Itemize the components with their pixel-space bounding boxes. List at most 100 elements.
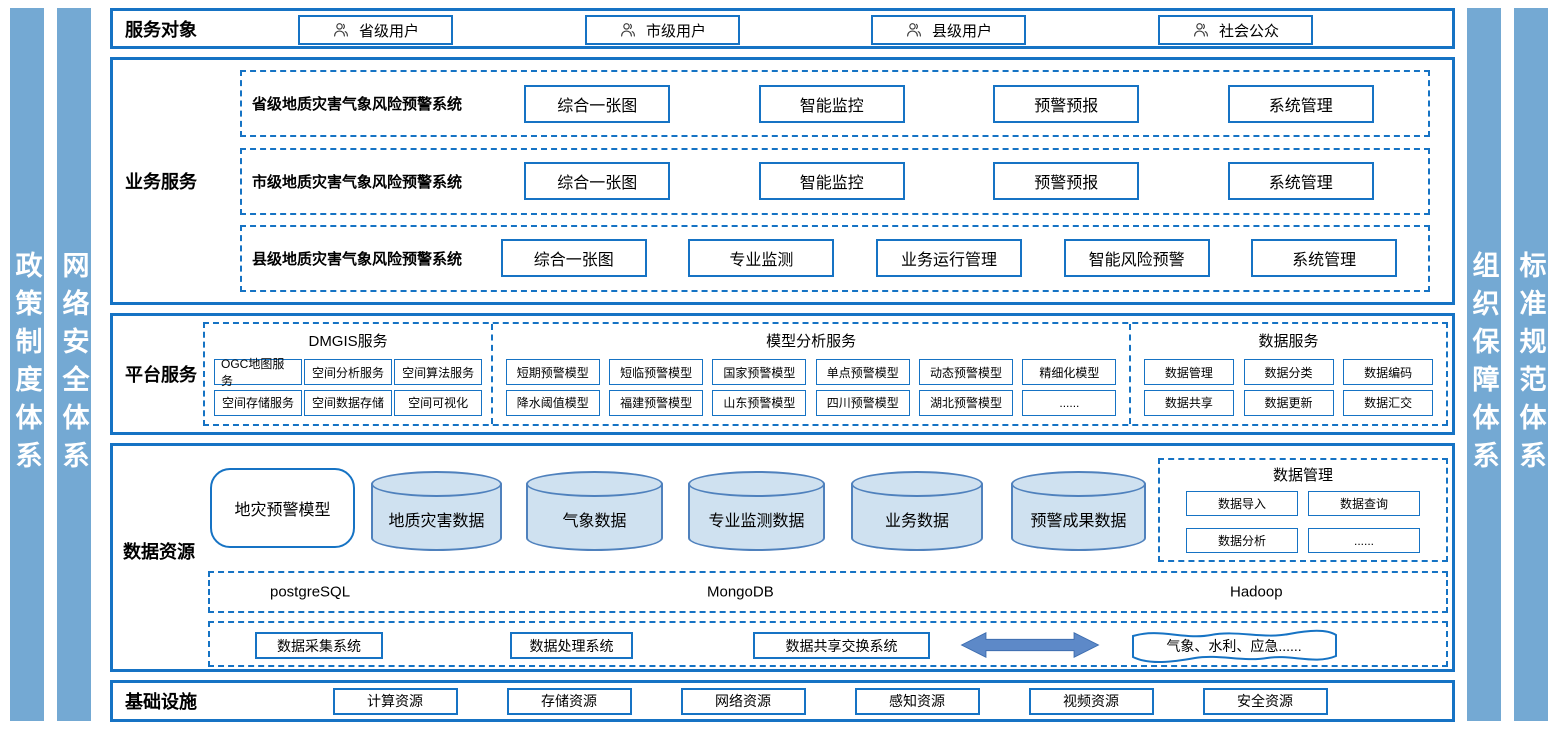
- service-box: 单点预警模型: [815, 359, 910, 386]
- service-box: 湖北预警模型: [919, 389, 1014, 416]
- sidebar-organization-guarantee: 组织保障体系: [1467, 8, 1501, 721]
- system-name: 县级地质灾害气象风险预警系统: [252, 250, 463, 268]
- service-box: 数据编码: [1343, 359, 1434, 386]
- sidebar-label: 组织保障体系: [1468, 250, 1499, 479]
- cylinder-label: 业务数据: [884, 513, 949, 530]
- database-name: MongoDB: [707, 583, 774, 601]
- user-label: 县级用户: [931, 22, 992, 40]
- section-platform-services: 平台服务 DMGIS服务 OGC地图服务 空间分析服务 空间算法服务 空间存储服…: [110, 313, 1455, 435]
- database-name: postgreSQL: [270, 583, 351, 601]
- service-box: 空间分析服务: [304, 359, 393, 386]
- platform-group-dmgis: DMGIS服务 OGC地图服务 空间分析服务 空间算法服务 空间存储服务 空间数…: [205, 324, 491, 424]
- module-box: 智能监控: [758, 84, 905, 123]
- service-box: 数据分类: [1243, 359, 1334, 386]
- user-label: 省级用户: [358, 22, 419, 40]
- module-box: 预警预报: [993, 162, 1140, 200]
- sidebar-label: 网络安全体系: [58, 250, 89, 479]
- section-business-services: 业务服务 省级地质灾害气象风险预警系统 综合一张图 智能监控 预警预报 系统管理…: [110, 57, 1455, 305]
- service-box: 降水阈值模型: [505, 389, 600, 416]
- data-management-panel: 数据管理 数据导入 数据查询 数据分析 ......: [1158, 458, 1448, 562]
- sidebar-standard-specification: 标准规范体系: [1514, 8, 1548, 721]
- system-box: 数据处理系统: [510, 632, 633, 659]
- section-infrastructure: 基础设施 计算资源 存储资源 网络资源 感知资源 视频资源 安全资源: [110, 680, 1455, 722]
- system-name: 省级地质灾害气象风险预警系统: [252, 96, 463, 114]
- resource-box: 计算资源: [332, 687, 458, 715]
- service-box: 空间可视化: [394, 389, 483, 416]
- service-box: 四川预警模型: [815, 389, 910, 416]
- database-name: Hadoop: [1230, 583, 1283, 601]
- service-box: 数据共享: [1143, 389, 1234, 416]
- service-box: 空间算法服务: [394, 359, 483, 386]
- module-box: 综合一张图: [524, 84, 671, 123]
- group-title: DMGIS服务: [308, 333, 388, 350]
- service-box: 国家预警模型: [712, 359, 807, 386]
- cylinder-weather-data: 气象数据: [526, 471, 663, 551]
- section-title: 业务服务: [125, 172, 197, 192]
- system-row-city: 市级地质灾害气象风险预警系统 综合一张图 智能监控 预警预报 系统管理: [240, 147, 1430, 215]
- module-box: 系统管理: [1227, 162, 1374, 200]
- user-label: 市级用户: [645, 22, 706, 40]
- resource-box: 视频资源: [1028, 687, 1154, 715]
- section-service-objects: 服务对象 省级用户 市级用户 县级用户 社会公众: [110, 8, 1455, 49]
- service-box: 动态预警模型: [919, 359, 1014, 386]
- panel-title: 数据管理: [1272, 467, 1333, 484]
- service-box: 短临预警模型: [609, 359, 704, 386]
- service-box: 数据汇交: [1343, 389, 1434, 416]
- data-management-item: 数据分析: [1186, 528, 1298, 553]
- user-box-provincial: 省级用户: [298, 15, 453, 45]
- cylinder-label: 地质灾害数据: [388, 513, 485, 530]
- data-management-item: 数据导入: [1186, 491, 1298, 516]
- cylinder-label: 专业监测数据: [708, 513, 805, 530]
- cylinder-top: [851, 471, 983, 497]
- service-box: 福建预警模型: [609, 389, 704, 416]
- sidebar-label: 政策制度体系: [11, 250, 42, 479]
- system-row-provincial: 省级地质灾害气象风险预警系统 综合一张图 智能监控 预警预报 系统管理: [240, 70, 1430, 138]
- external-systems-shape: 气象、水利、应急......: [1125, 624, 1343, 668]
- cylinder-top: [526, 471, 663, 497]
- resource-box: 安全资源: [1202, 687, 1328, 715]
- cylinder-label: 预警成果数据: [1030, 513, 1127, 530]
- service-box: ......: [1022, 389, 1117, 416]
- service-box: 空间数据存储: [304, 389, 393, 416]
- user-box-county: 县级用户: [871, 15, 1026, 45]
- system-name: 市级地质灾害气象风险预警系统: [252, 173, 463, 191]
- service-box: 数据管理: [1143, 359, 1234, 386]
- external-systems-label: 气象、水利、应急......: [1166, 638, 1302, 654]
- service-box: 山东预警模型: [712, 389, 807, 416]
- data-systems-layer: 数据采集系统 数据处理系统 数据共享交换系统 气象、水利、应急......: [208, 621, 1448, 667]
- module-box: 专业监测: [688, 239, 835, 278]
- group-title: 模型分析服务: [766, 333, 857, 350]
- module-box: 系统管理: [1227, 84, 1374, 123]
- cylinder-monitoring-data: 专业监测数据: [688, 471, 825, 551]
- database-layer: postgreSQL MongoDB Hadoop: [208, 571, 1448, 613]
- platform-group-model-analysis: 模型分析服务 短期预警模型 短临预警模型 国家预警模型 单点预警模型 动态预警模…: [491, 324, 1129, 424]
- user-box-public: 社会公众: [1158, 15, 1313, 45]
- module-box: 综合一张图: [500, 239, 647, 278]
- service-box: 数据更新: [1243, 389, 1334, 416]
- section-title: 平台服务: [125, 365, 197, 385]
- resource-box: 存储资源: [506, 687, 632, 715]
- user-box-city: 市级用户: [585, 15, 740, 45]
- cylinder-label: 气象数据: [562, 513, 627, 530]
- section-data-resources: 数据资源 地灾预警模型 地质灾害数据 气象数据 专业监测数据 业务数据 预警成果…: [110, 443, 1455, 672]
- cylinder-top: [688, 471, 825, 497]
- system-row-county: 县级地质灾害气象风险预警系统 综合一张图 专业监测 业务运行管理 智能风险预警 …: [240, 224, 1430, 292]
- module-box: 智能风险预警: [1063, 239, 1210, 278]
- user-icon: [1192, 21, 1210, 39]
- resource-box: 网络资源: [680, 687, 806, 715]
- user-label: 社会公众: [1218, 22, 1279, 40]
- warning-model-box: 地灾预警模型: [210, 468, 355, 548]
- resource-box: 感知资源: [854, 687, 980, 715]
- sidebar-policy-system: 政策制度体系: [10, 8, 44, 721]
- data-management-item: ......: [1308, 528, 1420, 553]
- module-box: 预警预报: [993, 84, 1140, 123]
- user-icon: [619, 21, 637, 39]
- cylinder-top: [371, 471, 502, 497]
- cylinder-top: [1011, 471, 1146, 497]
- module-box: 业务运行管理: [875, 239, 1022, 278]
- service-box: OGC地图服务: [214, 357, 303, 388]
- system-box: 数据采集系统: [255, 632, 383, 659]
- cylinder-geo-disaster-data: 地质灾害数据: [371, 471, 502, 551]
- module-box: 综合一张图: [524, 162, 671, 200]
